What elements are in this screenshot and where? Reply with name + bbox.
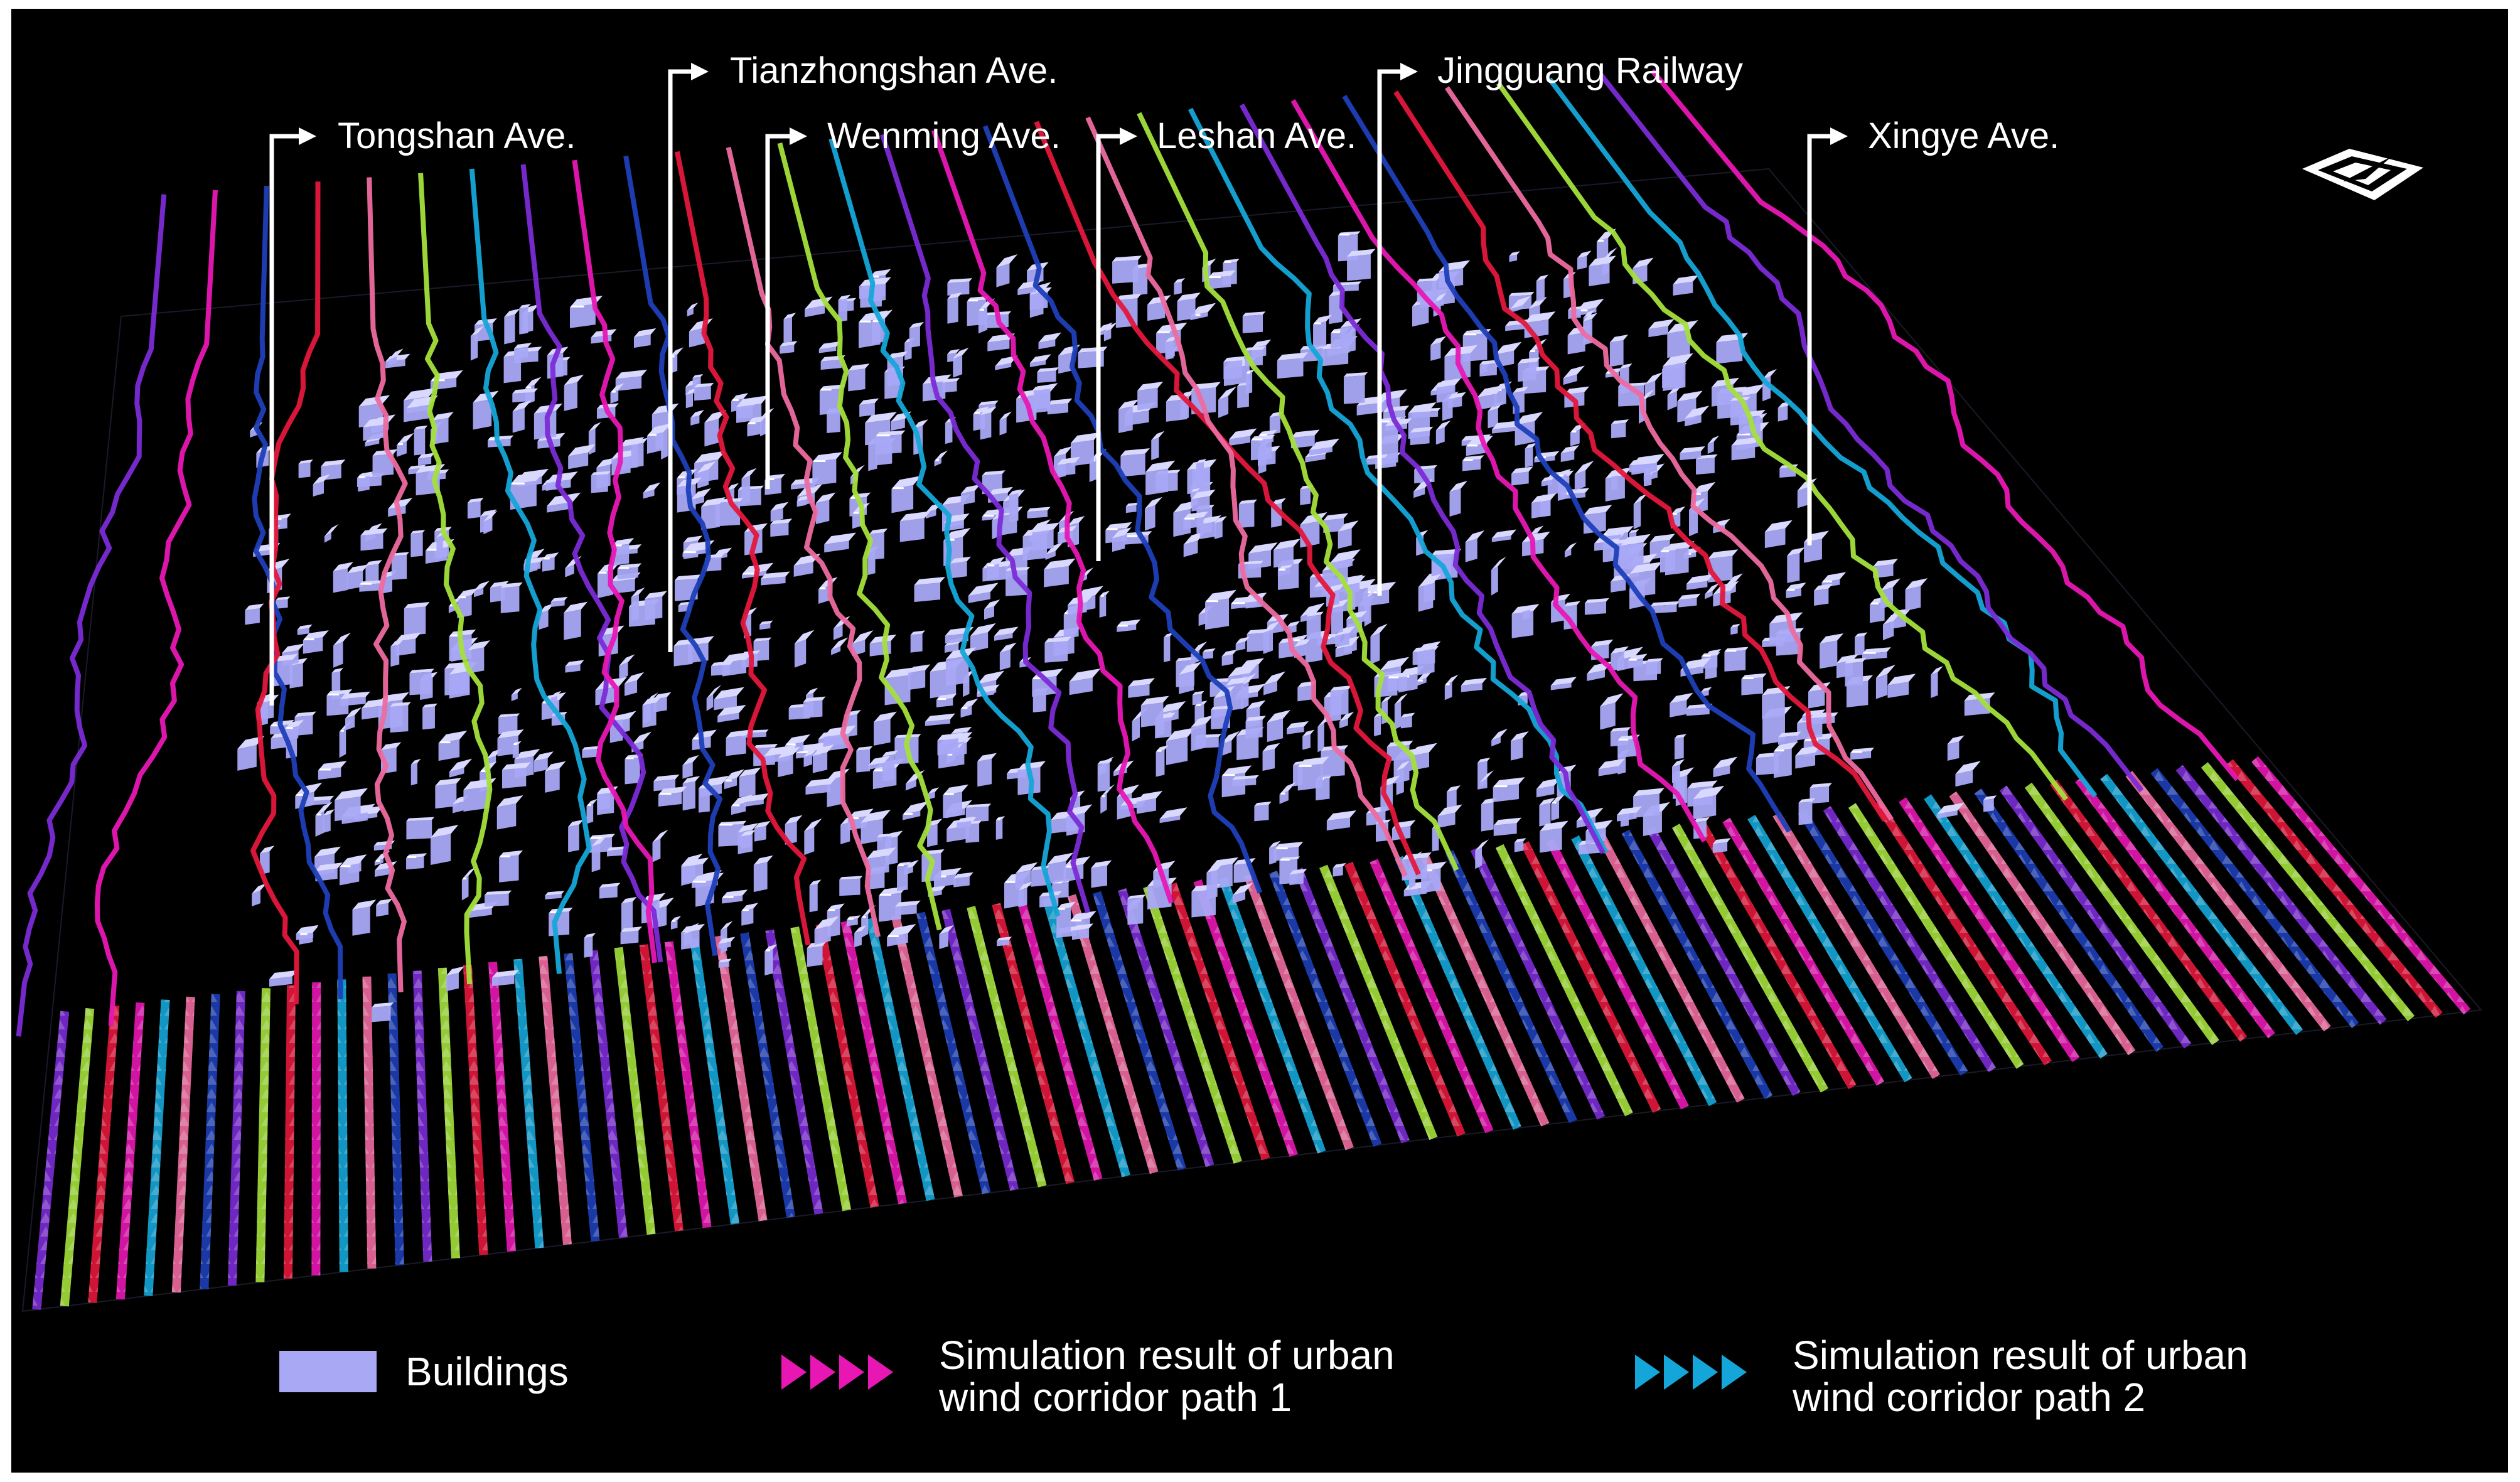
street-leader-lines bbox=[269, 63, 1848, 706]
legend-path2-label: Simulation result of urban wind corridor… bbox=[1793, 1334, 2248, 1419]
city-scene bbox=[16, 63, 2482, 1392]
north-arrow-icon bbox=[2302, 149, 2423, 200]
legend-path2-line1: Simulation result of urban bbox=[1793, 1333, 2248, 1378]
wind-corridors-layer bbox=[16, 68, 2239, 1037]
street-label-jingguang: Jingguang Railway bbox=[1437, 50, 1743, 91]
street-label-tongshan: Tongshan Ave. bbox=[338, 115, 576, 156]
legend-path2-arrows-icon bbox=[1635, 1355, 1747, 1390]
figure-frame: Tongshan Ave. Tianzhongshan Ave. Wenming… bbox=[11, 9, 2508, 1473]
legend-path2-line2: wind corridor path 2 bbox=[1793, 1375, 2146, 1420]
street-label-wenming: Wenming Ave. bbox=[827, 115, 1061, 156]
street-label-leshan: Leshan Ave. bbox=[1157, 115, 1357, 156]
legend-path1-arrows-icon bbox=[781, 1355, 893, 1390]
street-label-tianzhongshan: Tianzhongshan Ave. bbox=[730, 50, 1058, 91]
legend-buildings-swatch bbox=[279, 1351, 377, 1392]
legend-path1-line2: wind corridor path 1 bbox=[939, 1375, 1292, 1420]
legend-path1-label: Simulation result of urban wind corridor… bbox=[939, 1334, 1395, 1419]
street-label-xingye: Xingye Ave. bbox=[1868, 115, 2060, 156]
legend-path1-line1: Simulation result of urban bbox=[939, 1333, 1395, 1378]
legend-buildings-label: Buildings bbox=[405, 1349, 569, 1394]
legend-swatches bbox=[279, 1351, 1747, 1392]
